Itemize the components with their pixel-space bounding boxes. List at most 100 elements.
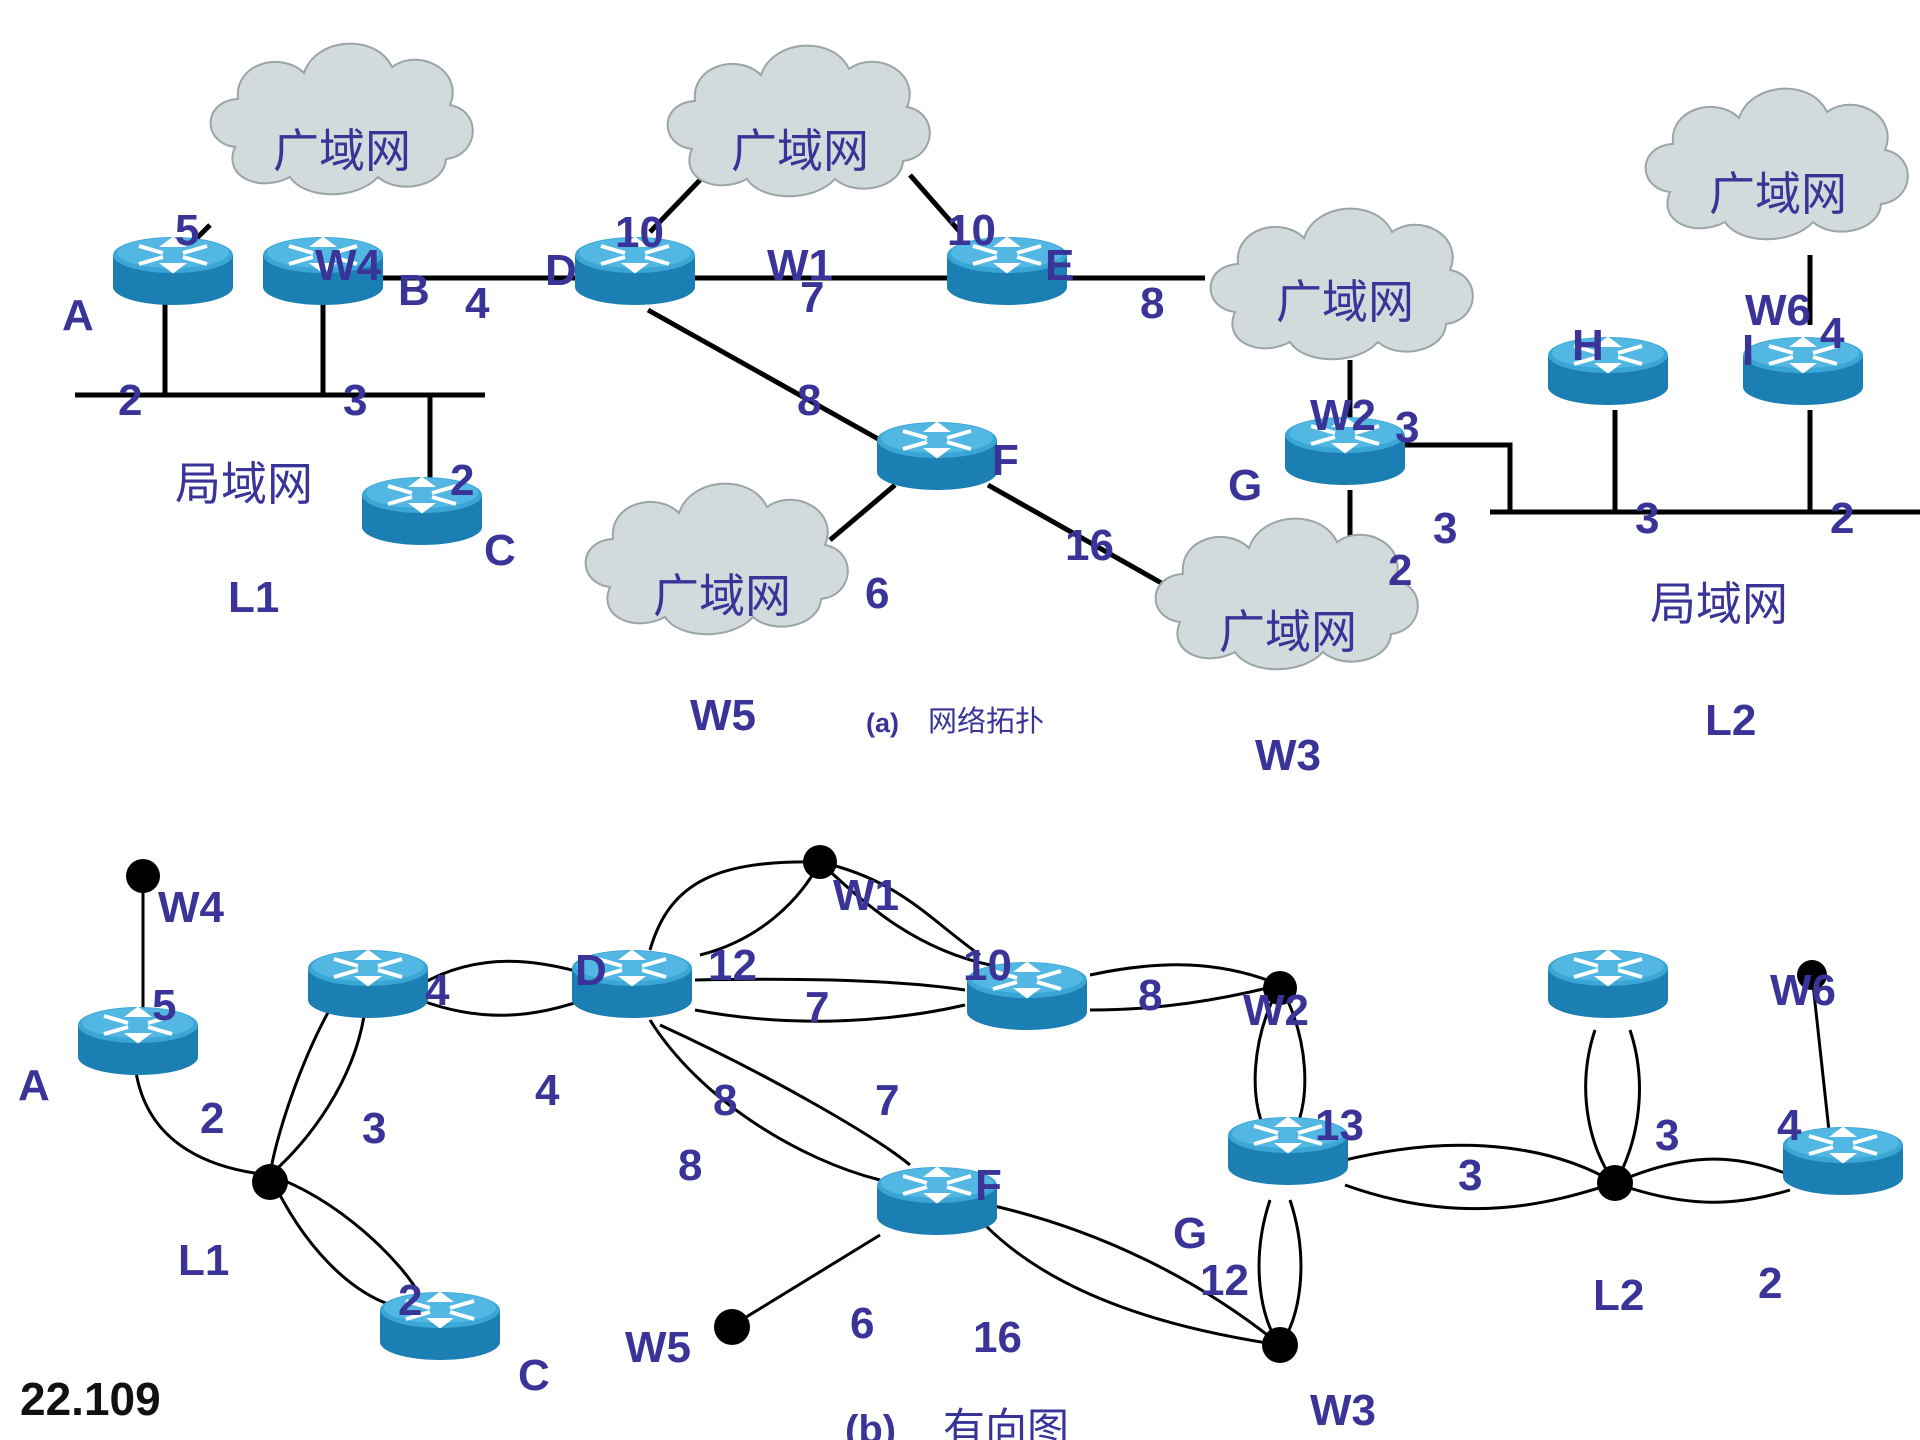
cost-c-lan: 2 <box>450 456 474 505</box>
node-l1 <box>252 1164 288 1200</box>
router-h <box>1546 948 1670 1020</box>
label-router-a: A <box>62 291 94 340</box>
cost-b-l1: 3 <box>362 1104 386 1153</box>
edge-c-l1 <box>269 1173 422 1296</box>
edge-e-w2 <box>1089 963 1281 987</box>
cost-e-w2: 8 <box>1140 279 1164 328</box>
cloud-label: 广域网 <box>1276 275 1414 329</box>
caption-a-text: 网络拓扑 <box>928 704 1044 738</box>
cloud-label: 广域网 <box>653 569 791 623</box>
label-l2: L2 <box>1593 1271 1644 1320</box>
cost-g-w3: 2 <box>1388 546 1412 595</box>
label-router-h: H <box>1572 321 1604 370</box>
node-w3 <box>1262 1327 1298 1363</box>
cloud-label: 广域网 <box>273 124 411 178</box>
cloud-label: 广域网 <box>1219 605 1357 659</box>
cost-i-l2: 2 <box>1830 494 1854 543</box>
cloud-w6: 广域网 <box>1644 87 1909 241</box>
cost-b-d: 4 <box>465 279 490 328</box>
edge-i-w6 <box>1810 974 1832 1141</box>
label-w6: W6 <box>1745 286 1811 335</box>
edge-w1-e <box>819 860 981 957</box>
label-router-d: D <box>545 246 577 295</box>
edge-w3-f <box>983 1223 1281 1347</box>
slide-number: 22.109 <box>20 1373 161 1425</box>
label-w1: W1 <box>833 871 899 920</box>
label-router-b: B <box>398 266 430 315</box>
edge-h-l2 <box>1584 1029 1617 1184</box>
cloud-w1: 广域网 <box>666 44 931 198</box>
cost-l2-i: 2 <box>1758 1259 1782 1308</box>
label-w1: W1 <box>767 241 833 290</box>
lan-label-l1: 局域网 <box>175 457 313 511</box>
caption-a-marker: (a) <box>866 708 899 738</box>
cloud-w4: 广域网 <box>209 42 474 196</box>
cloud-label: 广域网 <box>731 124 869 178</box>
cost-d-b: 4 <box>535 1066 560 1115</box>
label-router-a: A <box>18 1061 50 1110</box>
edge-g-w3 <box>1257 1199 1282 1346</box>
cost-d-f: 8 <box>713 1076 737 1125</box>
cost-g-l2: 3 <box>1433 504 1457 553</box>
topology-a: 广域网 广域网 广域网 广域网 广域网 广域网 A B C D E F G H … <box>62 42 1920 780</box>
edge-e-w1 <box>818 860 991 967</box>
label-l2: L2 <box>1705 696 1756 745</box>
label-w3: W3 <box>1255 731 1321 780</box>
cost-i-w6: 4 <box>1820 309 1845 358</box>
label-router-e: E <box>1045 241 1074 290</box>
cost-e-w1: 10 <box>947 206 996 255</box>
edge-i-l2 <box>1614 1181 1791 1204</box>
graph-b: W4 A 5 L1 C 2 2 3 4 4 D 12 7 10 8 8 8 7 … <box>18 845 1905 1440</box>
wire-g-l2 <box>1405 442 1513 512</box>
edge-b-l1 <box>268 999 337 1176</box>
node-w1 <box>803 845 837 879</box>
edge-d-f <box>648 1019 881 1182</box>
cost-g-l2: 3 <box>1458 1151 1482 1200</box>
edge-w2-g <box>1253 984 1282 1131</box>
label-w6: W6 <box>1770 966 1836 1015</box>
edge-d-e <box>694 977 966 992</box>
cost-f-w5: 6 <box>850 1299 874 1348</box>
cost-c-l1: 2 <box>398 1276 422 1325</box>
edge-w2-e <box>1089 983 1281 1012</box>
cost-d-f: 8 <box>797 376 821 425</box>
node-w5 <box>714 1309 750 1345</box>
cost-e-w2: 8 <box>1138 971 1162 1020</box>
node-w4 <box>126 859 160 893</box>
cloud-w5: 广域网 <box>584 482 849 636</box>
label-w3: W3 <box>1310 1386 1376 1435</box>
edge-g-l2 <box>1344 1143 1616 1185</box>
node-w6 <box>1797 960 1827 990</box>
caption-b-text: 有向图 <box>943 1404 1069 1440</box>
cost-b-lan: 3 <box>343 376 367 425</box>
router-f <box>875 420 999 492</box>
cost-f-w3: 16 <box>1065 521 1114 570</box>
cost-h-l2: 3 <box>1635 494 1659 543</box>
cost-g-w2: 13 <box>1315 1101 1364 1150</box>
cost-d-w1: 10 <box>615 208 664 257</box>
label-router-c: C <box>518 1351 550 1400</box>
cost-g-w3: 12 <box>1200 1256 1249 1305</box>
router-a <box>111 235 235 307</box>
edge-l2-i <box>1614 1157 1791 1185</box>
cost-a-lan: 2 <box>118 376 142 425</box>
edge-l1-c <box>268 1174 411 1312</box>
wire-d-w1 <box>648 178 702 234</box>
edge-l2-h <box>1613 1029 1641 1184</box>
label-router-g: G <box>1228 461 1262 510</box>
edge-f-d <box>659 1023 911 1167</box>
cost-f-d: 8 <box>678 1141 702 1190</box>
router-i <box>1741 335 1865 407</box>
wire-f-w5 <box>828 483 897 542</box>
cost-g-w2: 3 <box>1395 403 1419 452</box>
edge-e-d <box>694 1003 966 1023</box>
label-w4: W4 <box>158 883 225 932</box>
cost-d-e: 7 <box>800 273 824 322</box>
label-router-f: F <box>975 1161 1002 1210</box>
edge-d-w1 <box>648 860 821 951</box>
lan-label-l2: 局域网 <box>1650 577 1788 631</box>
edge-b-d <box>419 959 591 987</box>
label-router-i: I <box>1742 326 1754 375</box>
router-b <box>306 948 430 1020</box>
